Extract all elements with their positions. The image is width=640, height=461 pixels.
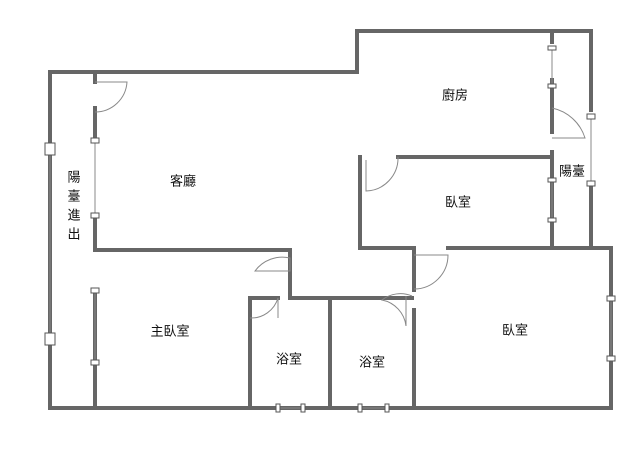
doors bbox=[94, 81, 586, 327]
room-label-bedroom-lower: 臥室 bbox=[501, 323, 529, 339]
room-label-balcony: 陽臺 bbox=[558, 164, 586, 180]
walls bbox=[48, 29, 613, 410]
room-label-bedroom-upper: 臥室 bbox=[444, 195, 472, 211]
room-label-kitchen: 廚房 bbox=[441, 88, 469, 104]
windows bbox=[44, 45, 616, 413]
room-label-living-room: 客廳 bbox=[169, 174, 197, 190]
room-label-bathroom-left: 浴室 bbox=[275, 352, 303, 368]
room-label-master-bedroom: 主臥室 bbox=[150, 324, 190, 340]
room-label-balcony-access: 陽臺進出 bbox=[64, 170, 80, 246]
room-label-bathroom-right: 浴室 bbox=[358, 355, 386, 371]
